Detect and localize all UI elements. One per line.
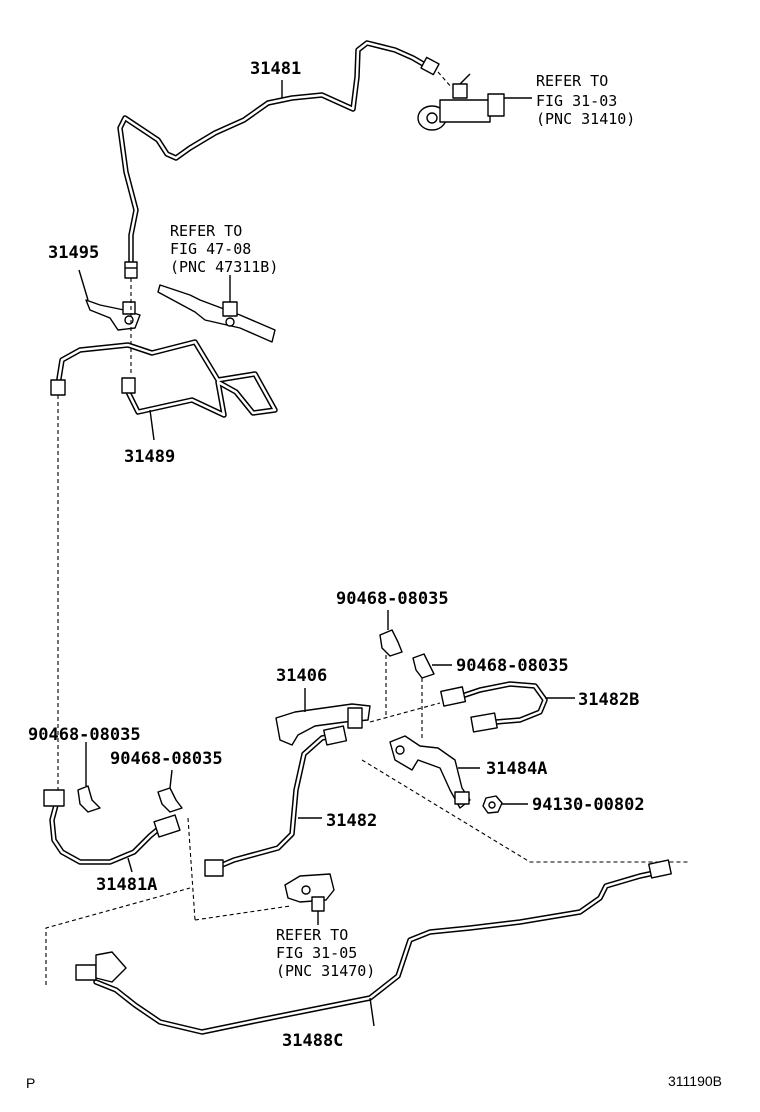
- flare-nut-31481-lower: [124, 261, 138, 279]
- bracket-31484A[interactable]: [389, 735, 471, 809]
- label-31482B: 31482B: [578, 690, 639, 710]
- ref-fig-47-08: REFER TO FIG 47-08 (PNC 47311B): [170, 222, 278, 276]
- dash-clip-left: [187, 817, 196, 921]
- pipe-31489[interactable]: [55, 339, 278, 418]
- nut-94130[interactable]: [482, 795, 503, 814]
- pipe-31481[interactable]: [117, 40, 428, 265]
- flare-nut-31488C-left: [75, 951, 127, 983]
- leader-31488C: [369, 997, 375, 1027]
- clip-90468-right-b[interactable]: [412, 653, 435, 679]
- pipe-31482B[interactable]: [459, 681, 548, 725]
- clip-90468-left-b[interactable]: [157, 787, 183, 813]
- flare-nut-31481A-right: [153, 814, 181, 838]
- svg-text:(PNC 31410): (PNC 31410): [536, 110, 635, 128]
- bracket-ref-47-08: [157, 284, 276, 343]
- svg-text:(PNC 47311B): (PNC 47311B): [170, 258, 278, 276]
- dash-clip-left-b: [194, 905, 291, 921]
- pipe-31482[interactable]: [212, 732, 341, 871]
- footer-right: 311190B: [668, 1073, 722, 1089]
- flare-nut-31482-top: [323, 725, 348, 746]
- label-31484A: 31484A: [486, 759, 547, 779]
- dash-31484A-route: [361, 759, 688, 863]
- clip-90468-left-a[interactable]: [77, 785, 101, 813]
- svg-text:REFER TO: REFER TO: [170, 222, 242, 240]
- label-31481: 31481: [250, 59, 301, 79]
- ref-fig-31-03: REFER TO FIG 31-03 (PNC 31410): [536, 72, 635, 128]
- label-94130: 94130-00802: [532, 795, 645, 815]
- dash-31488C-left: [45, 887, 191, 985]
- dash-31481-cylinder: [437, 71, 453, 89]
- dash-31406-right: [369, 702, 441, 723]
- bracket-31406[interactable]: [275, 703, 371, 746]
- leader-31495: [78, 269, 89, 301]
- svg-text:REFER TO: REFER TO: [536, 72, 608, 90]
- flare-nut-31481-top: [420, 56, 440, 76]
- leader-31481A: [127, 857, 133, 873]
- release-cylinder-ref-31-05: [284, 873, 335, 912]
- ref-fig-31-05: REFER TO FIG 31-05 (PNC 31470): [276, 926, 375, 980]
- leader-31489: [149, 409, 155, 441]
- svg-text:FIG 47-08: FIG 47-08: [170, 240, 251, 258]
- leader-90468-d: [169, 769, 173, 789]
- label-90468-c: 90468-08035: [28, 725, 141, 745]
- flare-nut-31481A-left: [43, 789, 65, 807]
- flare-nut-31482B-bottom: [470, 712, 498, 733]
- label-90468-a: 90468-08035: [336, 589, 449, 609]
- label-31495: 31495: [48, 243, 99, 263]
- label-31489: 31489: [124, 447, 175, 467]
- svg-text:REFER TO: REFER TO: [276, 926, 348, 944]
- flare-nut-31482B-top: [440, 686, 467, 707]
- flare-nut-31482-bottom: [204, 859, 224, 877]
- bracket-31495[interactable]: [85, 299, 141, 331]
- label-90468-d: 90468-08035: [110, 749, 223, 769]
- flare-nut-31489-right: [121, 377, 136, 394]
- label-31488C: 31488C: [282, 1031, 343, 1051]
- label-31481A: 31481A: [96, 875, 157, 895]
- footer-left: P: [26, 1075, 35, 1091]
- clip-90468-right-a[interactable]: [379, 629, 403, 657]
- flare-nut-31488C-right: [648, 859, 672, 879]
- label-90468-b: 90468-08035: [456, 656, 569, 676]
- label-31406: 31406: [276, 666, 327, 686]
- svg-text:(PNC 31470): (PNC 31470): [276, 962, 375, 980]
- label-31482: 31482: [326, 811, 377, 831]
- pipe-31481A[interactable]: [49, 802, 165, 865]
- clutch-master-cylinder: [417, 73, 532, 131]
- svg-text:FIG 31-03: FIG 31-03: [536, 92, 617, 110]
- flare-nut-31489-left: [50, 379, 66, 396]
- pipe-31488C[interactable]: [93, 867, 671, 1035]
- svg-text:FIG 31-05: FIG 31-05: [276, 944, 357, 962]
